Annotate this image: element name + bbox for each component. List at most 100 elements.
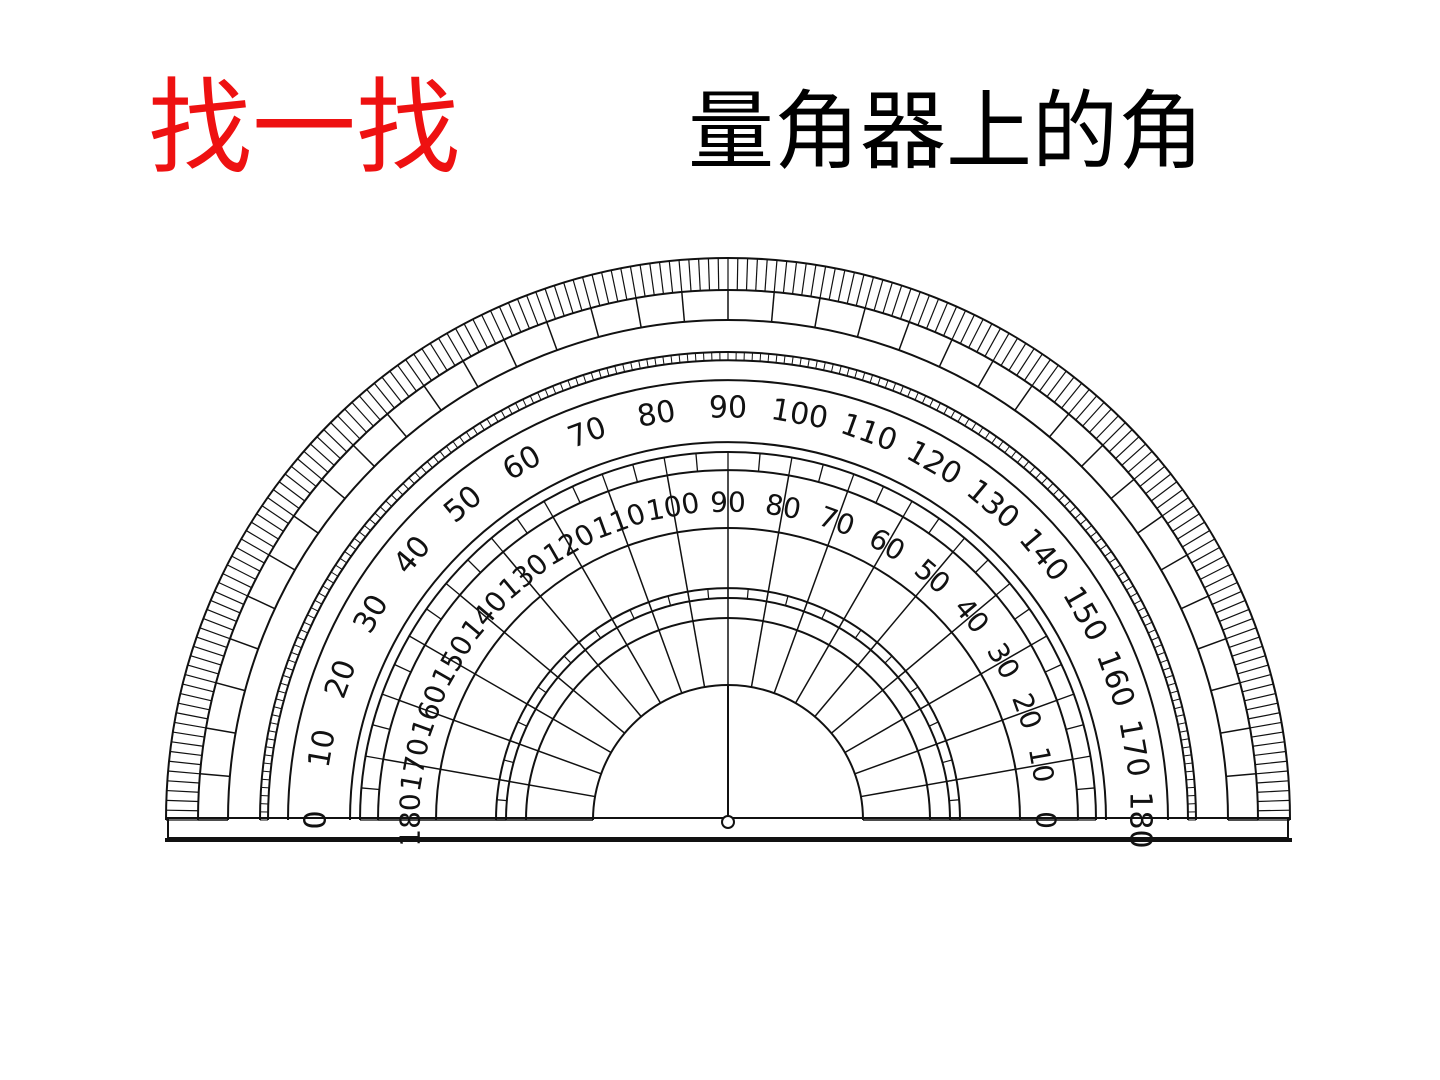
outer-degree-tick xyxy=(1053,376,1075,403)
outer-degree-tick xyxy=(951,310,967,340)
middle-cell-tick xyxy=(361,787,380,791)
outer-degree-tick xyxy=(267,497,295,517)
outer-degree-tick xyxy=(169,760,201,766)
outer-degree-tick xyxy=(1031,359,1051,387)
outer-scale-label: 60 xyxy=(497,438,548,487)
outer-degree-tick xyxy=(1208,581,1238,597)
outer-degree-tick xyxy=(1191,547,1220,564)
outer-scale-label: 0 xyxy=(299,810,334,829)
inner-degree-tick xyxy=(426,461,433,468)
outer-degree-tick xyxy=(1231,645,1263,657)
middle-cell-tick xyxy=(632,464,639,483)
inner-degree-tick xyxy=(318,592,326,598)
radial-spoke xyxy=(383,758,596,798)
middle-cell-tick xyxy=(516,518,528,534)
outer-degree-tick xyxy=(240,538,270,556)
outer-degree-tick xyxy=(707,258,711,291)
outer-cell-tick xyxy=(1210,682,1241,692)
middle-cell-tick xyxy=(1044,663,1062,673)
outer-degree-tick xyxy=(697,258,701,291)
radial-spoke xyxy=(459,594,626,734)
inner-degree-tick xyxy=(1099,544,1107,551)
outer-degree-tick xyxy=(801,263,807,296)
inner-degree-tick xyxy=(500,410,506,418)
outer-degree-tick xyxy=(717,258,720,291)
inner-scale-label: 40 xyxy=(948,591,996,640)
inner-degree-tick xyxy=(1170,690,1179,694)
inner-degree-tick xyxy=(326,578,334,584)
inner-scale-label: 80 xyxy=(763,487,804,526)
inner-degree-tick xyxy=(270,722,279,725)
outer-degree-tick xyxy=(196,636,228,649)
inner-degree-tick xyxy=(807,359,810,368)
radial-spoke xyxy=(830,594,997,734)
outer-degree-tick xyxy=(1121,443,1147,466)
outer-degree-tick xyxy=(1219,608,1250,623)
outer-degree-tick xyxy=(1145,473,1172,495)
outer-degree-tick xyxy=(620,268,628,300)
outer-degree-tick xyxy=(846,272,856,304)
inner-degree-tick xyxy=(1180,738,1189,741)
inner-degree-tick xyxy=(991,436,997,444)
inner-degree-tick xyxy=(884,380,889,388)
outer-cell-tick xyxy=(1160,554,1188,571)
radial-spoke xyxy=(844,644,1032,754)
inner-degree-tick xyxy=(1183,754,1192,757)
inner-scale-label: 100 xyxy=(644,486,702,528)
middle-cell-tick xyxy=(875,486,885,504)
outer-cell-tick xyxy=(590,307,600,338)
outer-cell-tick xyxy=(1220,727,1251,734)
outer-degree-tick xyxy=(1195,555,1225,572)
protractor-spokes xyxy=(378,470,1078,821)
inner-degree-tick xyxy=(1154,644,1163,649)
outer-scale-label: 110 xyxy=(836,407,902,459)
inner-degree-tick xyxy=(984,431,991,439)
outer-degree-tick xyxy=(278,481,306,502)
inner-degree-tick xyxy=(670,355,673,364)
inner-degree-tick xyxy=(622,363,626,372)
inner-degree-tick xyxy=(344,551,352,557)
radial-spoke xyxy=(814,551,954,718)
outer-degree-tick xyxy=(1204,573,1234,589)
inner-scale-label: 70 xyxy=(814,500,859,543)
outer-cell-tick xyxy=(1081,444,1104,467)
middle-cell-tick xyxy=(1014,608,1030,620)
outer-degree-tick xyxy=(535,291,548,323)
outer-degree-tick xyxy=(864,276,875,309)
protractor-arc xyxy=(287,379,1169,821)
outer-degree-tick xyxy=(290,465,317,487)
outer-degree-tick xyxy=(688,259,692,292)
outer-cell-tick xyxy=(814,297,821,328)
inner-degree-tick xyxy=(950,410,956,418)
outer-degree-tick xyxy=(206,608,237,623)
inner-degree-tick xyxy=(330,571,339,577)
inner-degree-tick xyxy=(630,362,633,371)
outer-cell-tick xyxy=(856,307,866,338)
inner-degree-tick xyxy=(267,738,276,741)
outer-degree-tick xyxy=(166,799,199,803)
outer-degree-tick xyxy=(174,721,207,729)
middle-cell-tick xyxy=(601,473,609,492)
middle-cell-tick xyxy=(445,582,461,596)
inner-degree-tick xyxy=(1117,571,1126,577)
outer-degree-tick xyxy=(1199,564,1230,580)
outer-degree-tick xyxy=(218,581,248,597)
inner-degree-tick xyxy=(869,374,874,383)
outer-degree-tick xyxy=(1255,770,1288,775)
inner-degree-tick xyxy=(293,644,302,649)
outer-degree-tick xyxy=(1000,337,1018,367)
inner-degree-tick xyxy=(307,614,315,619)
middle-cell-tick xyxy=(928,518,940,534)
inner-degree-tick xyxy=(1041,477,1048,484)
outer-degree-tick xyxy=(873,279,884,311)
inner-degree-tick xyxy=(552,385,557,394)
outer-degree-tick xyxy=(1246,702,1278,711)
outer-scale-label: 70 xyxy=(563,410,611,456)
inner-cell-tick xyxy=(563,655,572,664)
outer-cell-tick xyxy=(199,773,230,778)
middle-cell-tick xyxy=(543,500,554,518)
middle-cell-tick xyxy=(817,464,824,483)
inner-degree-tick xyxy=(515,402,520,411)
inner-degree-tick xyxy=(1095,537,1103,544)
outer-degree-tick xyxy=(581,276,592,309)
